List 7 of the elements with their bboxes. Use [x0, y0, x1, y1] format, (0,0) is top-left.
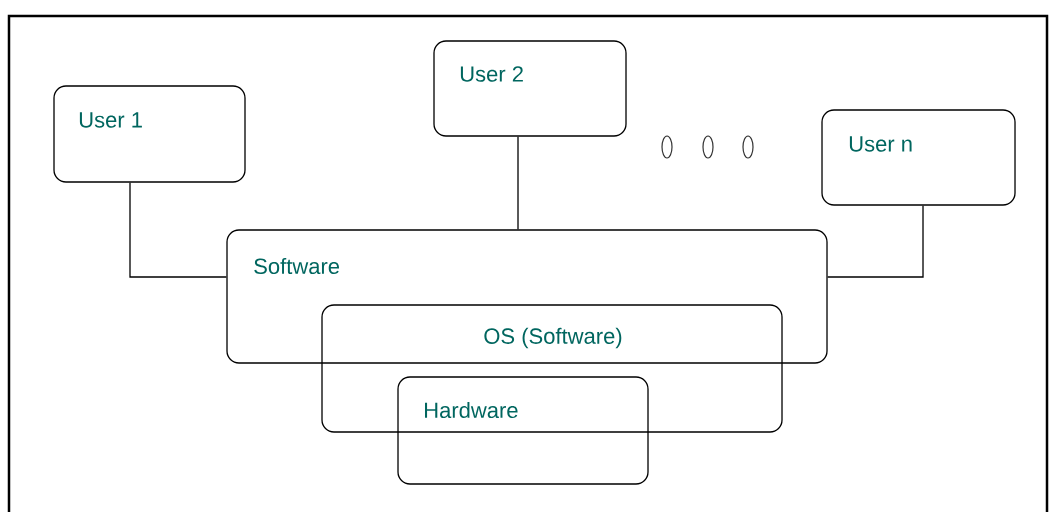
connector-line — [827, 205, 924, 278]
process-box: Hardware — [397, 376, 649, 485]
process-box: User n — [821, 109, 1016, 206]
connector-line — [129, 182, 227, 278]
connector-line — [517, 136, 519, 230]
process-box: User 2 — [433, 40, 627, 137]
process-box: User 1 — [53, 85, 246, 183]
